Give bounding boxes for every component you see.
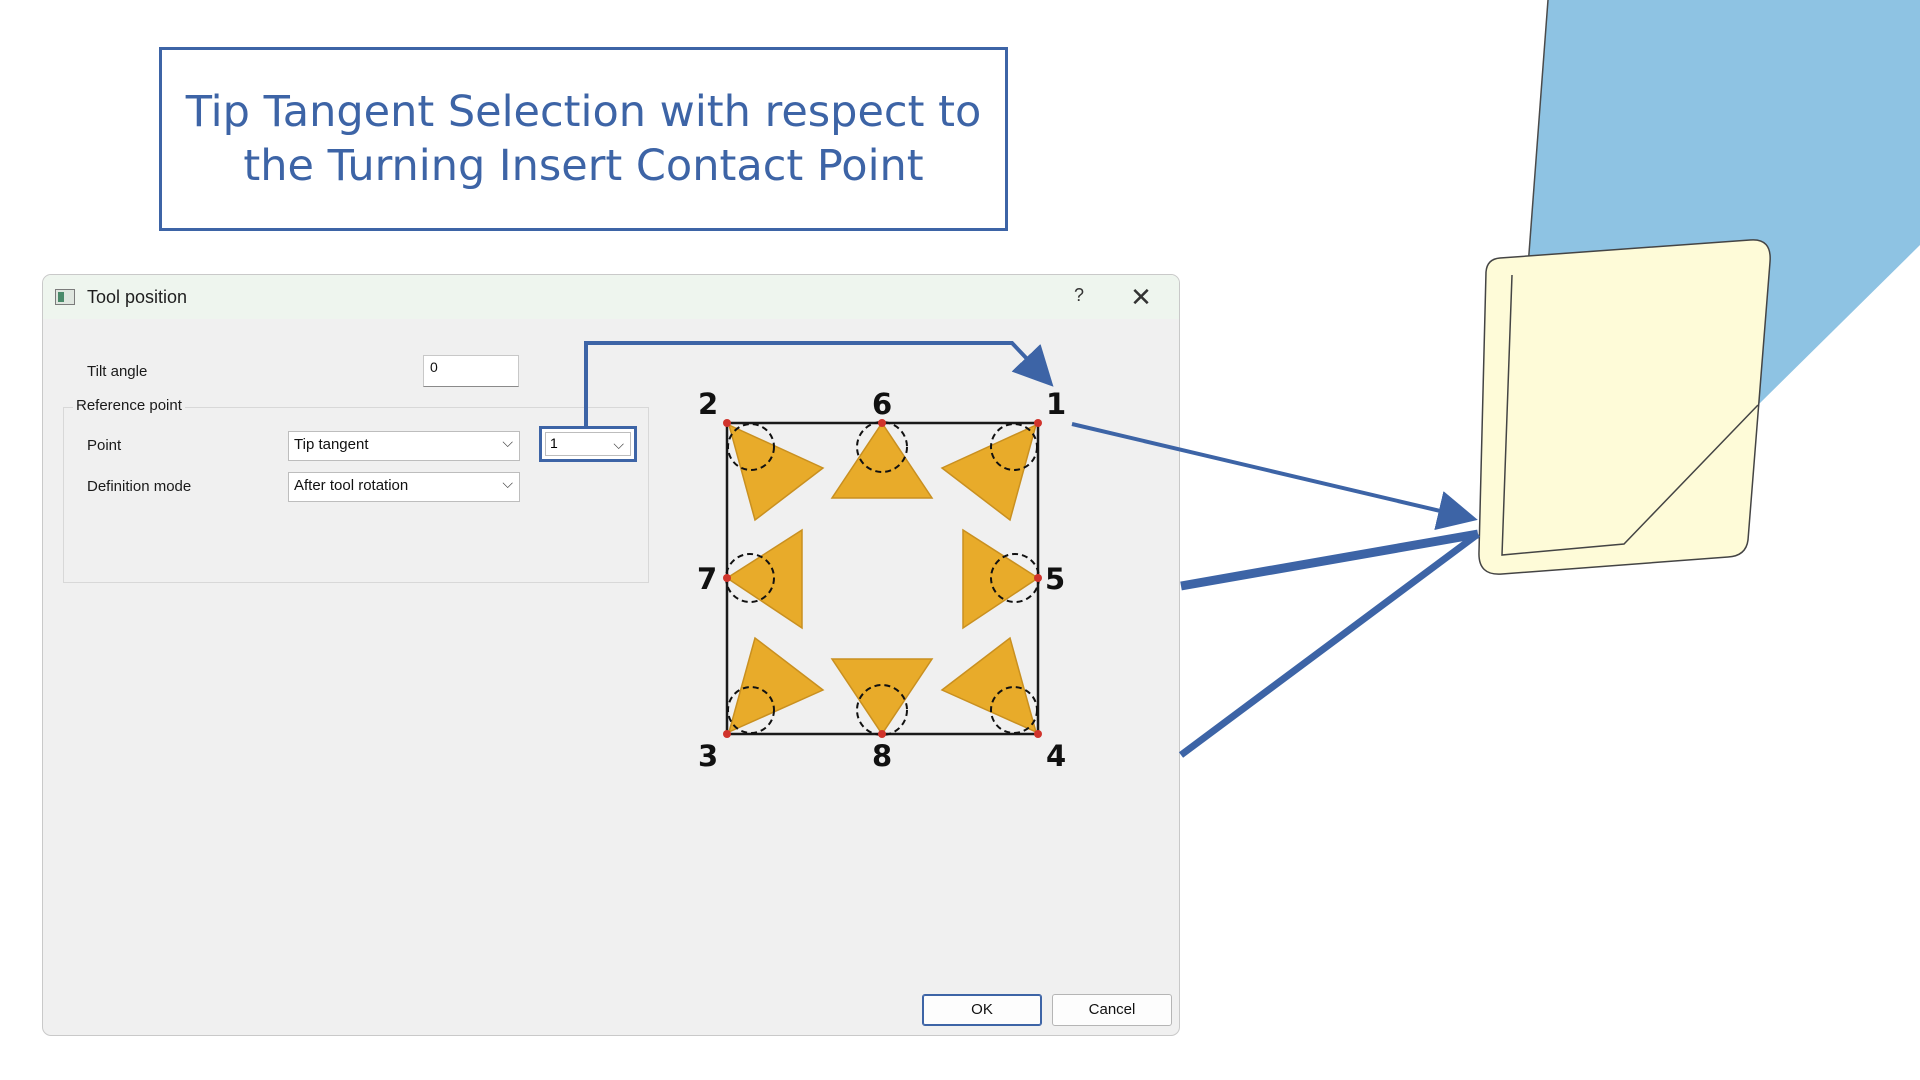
connector-arrow-tip1 bbox=[1071, 422, 1478, 531]
help-button[interactable]: ? bbox=[1073, 285, 1084, 305]
tip-number-3: 3 bbox=[698, 739, 718, 773]
window-icon bbox=[55, 289, 75, 305]
tip-point-3 bbox=[723, 730, 731, 738]
definition-mode-value: After tool rotation bbox=[294, 477, 409, 494]
insert-shape-8 bbox=[830, 658, 934, 736]
tip-number-5: 5 bbox=[1045, 562, 1065, 596]
connector-arrow-tip5 bbox=[1180, 529, 1479, 591]
tip-number-2: 2 bbox=[698, 387, 718, 421]
nose-radius-1 bbox=[990, 423, 1038, 471]
tip-index-select[interactable]: 1 ⌵ bbox=[539, 426, 637, 462]
point-select[interactable]: Tip tangent ⌵ bbox=[288, 431, 520, 461]
tip-number-7: 7 bbox=[697, 562, 717, 596]
insert-shape-6 bbox=[830, 421, 934, 499]
dialog-titlebar: Tool position ? ✕ bbox=[43, 275, 1179, 319]
slide-title-box: Tip Tangent Selection with respect to th… bbox=[159, 47, 1008, 231]
tool-holder-edge bbox=[1526, 0, 1549, 281]
chevron-down-icon: ⌵ bbox=[613, 436, 624, 452]
tip-point-2 bbox=[723, 419, 731, 427]
nose-radius-2 bbox=[727, 423, 775, 471]
callout-arrow bbox=[584, 341, 1054, 427]
connector-arrow-tip4 bbox=[1178, 531, 1481, 758]
ok-button[interactable]: OK bbox=[922, 994, 1042, 1026]
point-label: Point bbox=[87, 437, 122, 454]
chevron-down-icon: ⌵ bbox=[502, 475, 513, 491]
cancel-button[interactable]: Cancel bbox=[1052, 994, 1172, 1026]
nose-radius-8 bbox=[856, 684, 908, 736]
slide-title-line2: the Turning Insert Contact Point bbox=[243, 141, 924, 191]
tip-point-5 bbox=[1034, 574, 1042, 582]
insert-shape-2 bbox=[727, 423, 825, 522]
slide-title: Tip Tangent Selection with respect to th… bbox=[186, 85, 982, 193]
nose-radius-6 bbox=[856, 421, 908, 473]
tip-point-6 bbox=[878, 419, 886, 427]
tip-index-value: 1 bbox=[550, 435, 558, 451]
nose-radius-3 bbox=[727, 686, 775, 734]
nose-radius-4 bbox=[990, 686, 1038, 734]
reference-point-group-label: Reference point bbox=[73, 397, 185, 414]
insert-shape-5 bbox=[962, 528, 1040, 630]
insert-shape-7 bbox=[725, 528, 803, 630]
dialog-title: Tool position bbox=[87, 287, 188, 307]
tilt-angle-label: Tilt angle bbox=[87, 363, 148, 380]
point-select-value: Tip tangent bbox=[294, 436, 369, 453]
insert-shape-4 bbox=[940, 636, 1038, 734]
insert-shape-3 bbox=[727, 636, 825, 734]
tip-number-8: 8 bbox=[872, 739, 892, 773]
close-button[interactable]: ✕ bbox=[1130, 282, 1152, 312]
definition-mode-select[interactable]: After tool rotation ⌵ bbox=[288, 472, 520, 502]
insert-shape-1 bbox=[940, 423, 1038, 522]
tip-number-1: 1 bbox=[1046, 387, 1066, 421]
tip-number-4: 4 bbox=[1046, 739, 1066, 773]
chevron-down-icon: ⌵ bbox=[502, 434, 513, 450]
tip-point-4 bbox=[1034, 730, 1042, 738]
tip-point-1 bbox=[1034, 419, 1042, 427]
slide-title-line1: Tip Tangent Selection with respect to bbox=[185, 87, 982, 137]
reference-point-group bbox=[63, 407, 649, 583]
tip-point-7 bbox=[723, 574, 731, 582]
tilt-angle-input[interactable]: 0 bbox=[423, 355, 519, 387]
insert-plate bbox=[1478, 239, 1771, 575]
definition-mode-label: Definition mode bbox=[87, 478, 192, 495]
insert-contact-edge bbox=[1501, 274, 1759, 556]
tip-number-6: 6 bbox=[872, 387, 892, 421]
tip-point-8 bbox=[878, 730, 886, 738]
